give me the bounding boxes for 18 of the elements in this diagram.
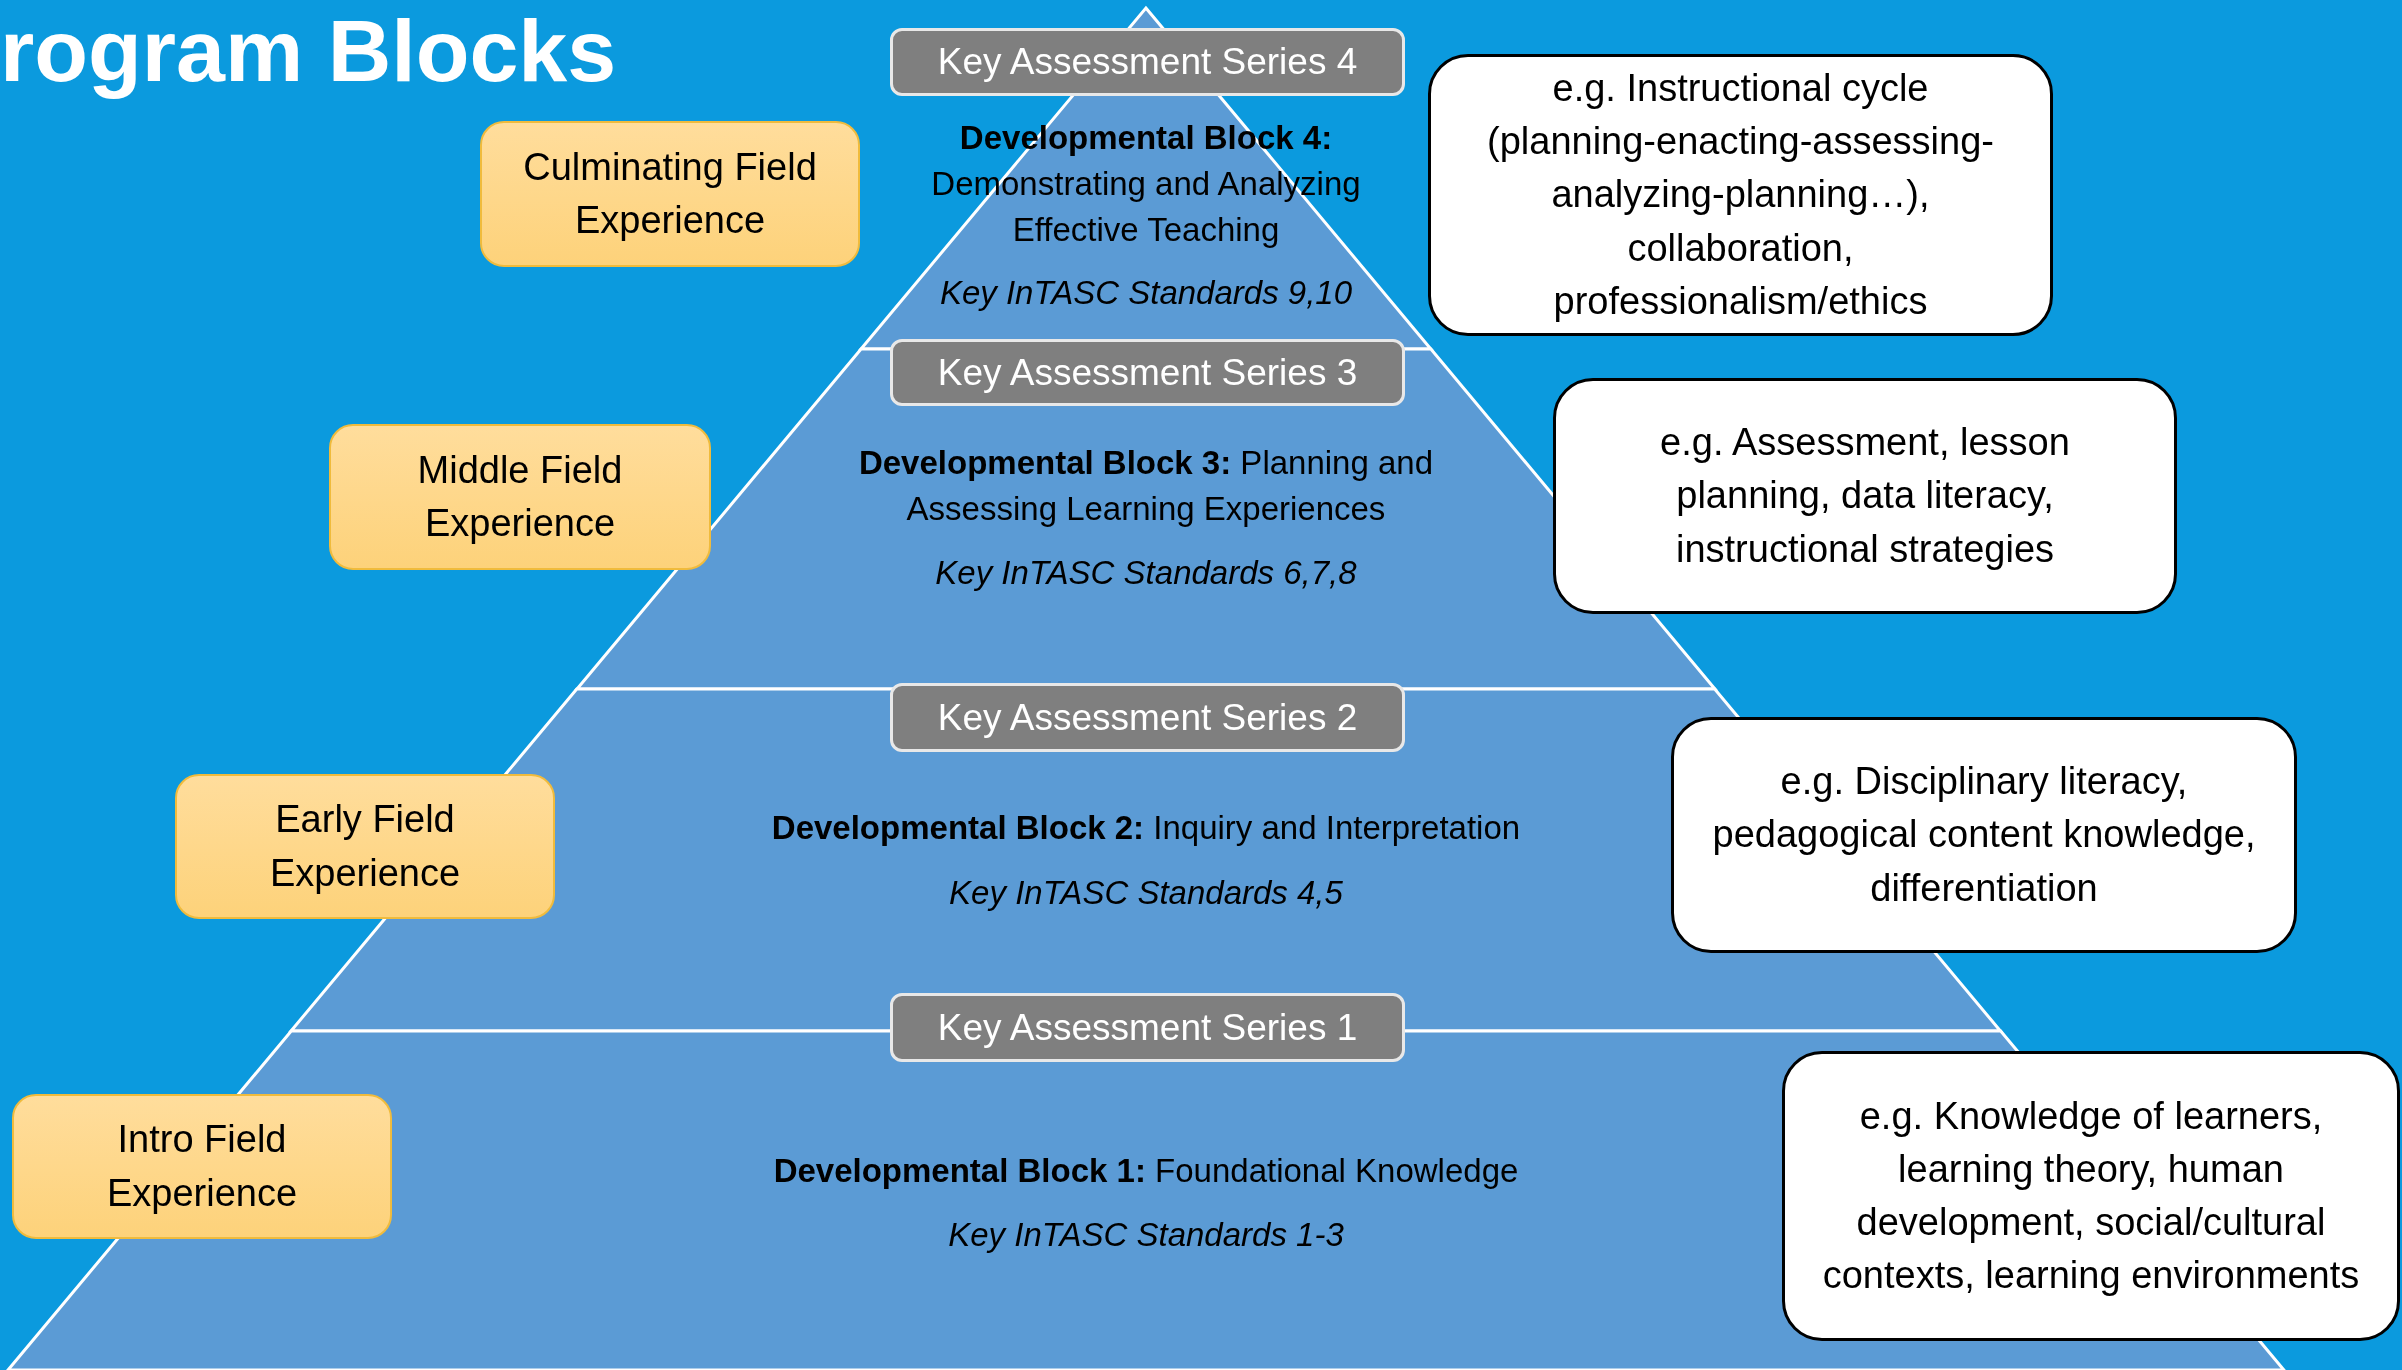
standards-label: Key InTASC Standards 6,7,8	[935, 553, 1357, 593]
example-callout: e.g. Instructional cycle (planning-enacting-assessing-analyzing-planning…), collaboration, professionalism/ethics	[1428, 54, 2053, 336]
assessment-label: Key Assessment Series 1	[890, 993, 1405, 1062]
field-experience-box: Culminating Field Experience	[480, 121, 860, 267]
slide-title: rogram Blocks	[0, 0, 617, 102]
field-experience-box: Early Field Experience	[175, 774, 555, 919]
standards-label: Key InTASC Standards 9,10	[939, 273, 1353, 313]
assessment-label: Key Assessment Series 2	[890, 683, 1405, 752]
standards-label: Key InTASC Standards 4,5	[949, 873, 1343, 913]
block-description: Developmental Block 2: Inquiry and Interpretation	[771, 808, 1521, 848]
example-callout: e.g. Disciplinary literacy, pedagogical content knowledge, differentiation	[1671, 717, 2297, 953]
field-experience-box: Middle Field Experience	[329, 424, 711, 570]
standards-label: Key InTASC Standards 1-3	[948, 1215, 1344, 1255]
example-callout: e.g. Assessment, lesson planning, data literacy, instructional strategies	[1553, 378, 2177, 614]
block-description: Developmental Block 1: Foundational Knowledge	[773, 1151, 1519, 1191]
assessment-label: Key Assessment Series 3	[890, 339, 1405, 406]
example-callout: e.g. Knowledge of learners, learning theory, human development, social/cultural contexts, learning environments	[1782, 1051, 2400, 1341]
block-description: Developmental Block 3: Planning and Assessing Learning Experiences	[857, 443, 1435, 530]
